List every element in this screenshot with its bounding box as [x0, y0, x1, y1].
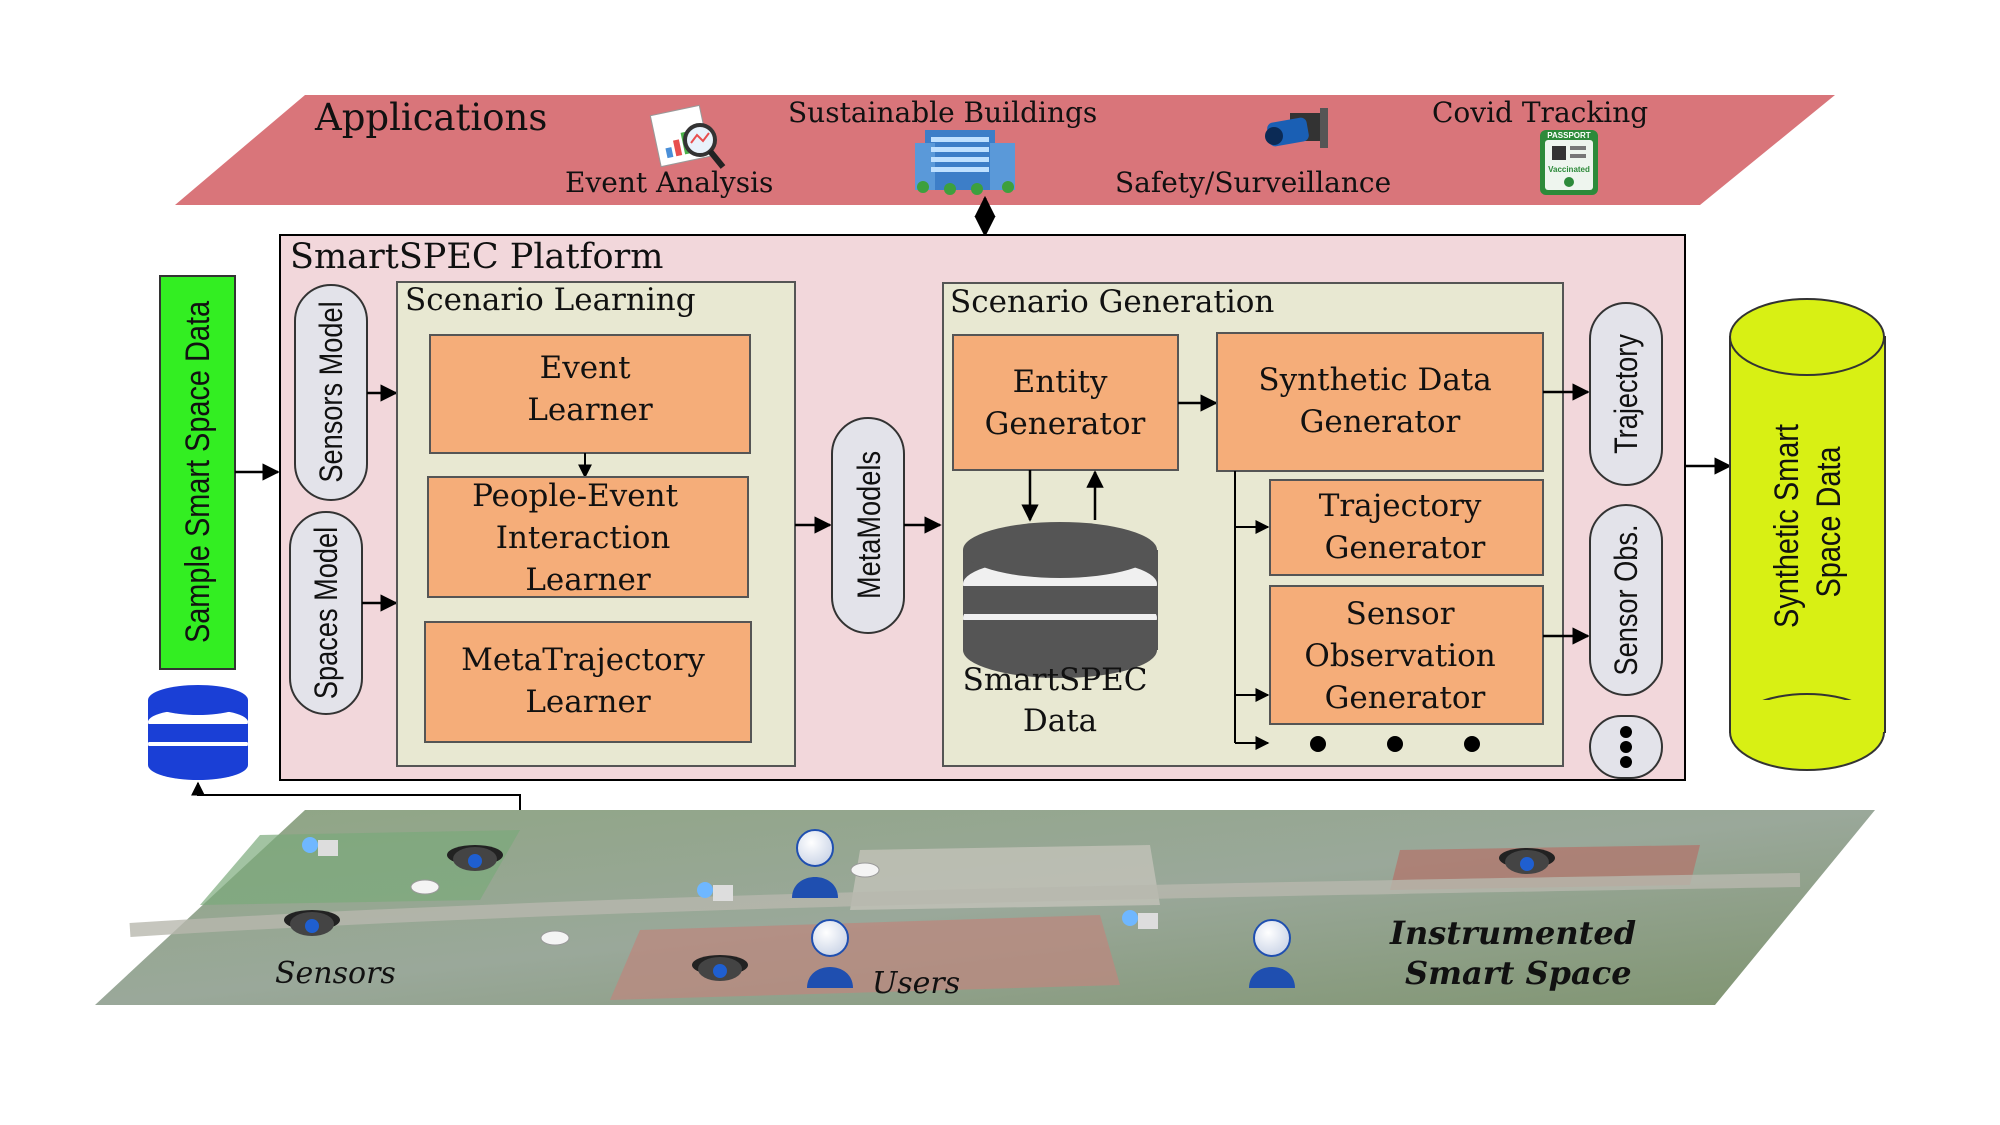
people-event-line2: Interaction — [496, 520, 671, 556]
smartspec-data-line1: SmartSPEC — [963, 662, 1148, 698]
applications-title: Applications — [314, 96, 547, 139]
synthetic-data-line1: Synthetic Smart — [1767, 424, 1806, 628]
more-generators-dots — [1310, 736, 1480, 752]
synthetic-data-generator-label: Synthetic Data Generator — [1258, 362, 1501, 440]
sensor-obs-gen-line1: Sensor — [1346, 596, 1455, 632]
synthetic-gen-line2: Generator — [1300, 404, 1461, 440]
instrumented-smart-space-label: Instrumented Smart Space — [1389, 914, 1647, 992]
more-outputs-dots — [1620, 726, 1632, 768]
rooftop-1 — [610, 915, 1120, 1000]
people-event-line3: Learner — [525, 562, 651, 598]
vaccinated-text: Vaccinated — [1548, 165, 1590, 174]
sensors-label: Sensors — [275, 956, 396, 991]
scenario-generation-title: Scenario Generation — [950, 284, 1274, 320]
synthetic-data-label: Synthetic Smart Space Data — [1767, 416, 1848, 628]
motion-sensor-icon — [1122, 910, 1158, 929]
camera-icon — [1499, 848, 1555, 874]
metatrajectory-learner-box — [424, 621, 752, 743]
people-event-learner-label: People-Event Interaction Learner — [472, 478, 688, 598]
smoke-sensor-icon — [850, 862, 880, 878]
sample-data-label: Sample Smart Space Data — [178, 301, 217, 643]
people-event-learner-box — [427, 476, 749, 598]
safety-surveillance-label: Safety/Surveillance — [1115, 166, 1391, 199]
user-icon — [792, 829, 838, 898]
sample-database-icon — [148, 685, 248, 780]
sensor-obs-gen-line2: Observation — [1304, 638, 1495, 674]
entity-generator-box — [952, 334, 1179, 471]
entity-generator-line2: Generator — [985, 406, 1146, 442]
metatrajectory-line1: MetaTrajectory — [461, 642, 705, 678]
sensor-observation-generator-box — [1269, 585, 1544, 725]
synthetic-data-cylinder — [1729, 298, 1886, 771]
entity-generator-label: Entity Generator — [985, 364, 1146, 442]
instrumented-line2: Smart Space — [1405, 954, 1632, 992]
sensors-model-label: Sensors Model — [314, 301, 350, 482]
event-learner-box — [429, 334, 751, 454]
trajectory-gen-line2: Generator — [1325, 530, 1486, 566]
event-analysis-icon — [649, 104, 726, 169]
spaces-model-pill — [289, 511, 363, 715]
users-label: Users — [872, 966, 960, 1001]
camera-icon — [692, 955, 748, 981]
synthetic-gen-line1: Synthetic Data — [1258, 362, 1491, 398]
passport-text: PASSPORT — [1547, 131, 1591, 140]
applications-layer: Applications Sustainable Buildings Event… — [175, 95, 1835, 205]
trajectory-generator-box — [1269, 479, 1544, 576]
user-icon — [1249, 919, 1295, 988]
metatrajectory-line2: Learner — [525, 684, 651, 720]
metatrajectory-learner-label: MetaTrajectory Learner — [461, 642, 715, 720]
camera-icon — [284, 910, 340, 936]
motion-sensor-icon — [697, 882, 733, 901]
synthetic-data-generator-box — [1216, 332, 1544, 472]
metamodels-label: MetaModels — [852, 451, 888, 599]
field — [200, 830, 520, 905]
trajectory-gen-line1: Trajectory — [1319, 488, 1482, 524]
smartspec-database-icon — [963, 522, 1158, 678]
spaces-model-label: Spaces Model — [309, 527, 345, 699]
entity-generator-line1: Entity — [1013, 364, 1108, 400]
event-learner-line1: Event — [540, 350, 631, 386]
sensor-obs-output-label: Sensor Obs. — [1609, 524, 1645, 675]
vaccine-passport-icon: PASSPORT Vaccinated — [1540, 130, 1598, 195]
platform-title: SmartSPEC Platform — [290, 237, 663, 277]
trajectory-output-label: Trajectory — [1609, 334, 1645, 454]
smart-space-layer: Sensors Users Instrumented Smart Space — [95, 810, 1875, 1005]
people-event-line1: People-Event — [472, 478, 679, 514]
motion-sensor-icon — [302, 837, 338, 856]
trajectory-generator-label: Trajectory Generator — [1319, 488, 1492, 566]
smoke-sensor-icon — [410, 879, 440, 895]
synthetic-data-line2: Space Data — [1809, 446, 1848, 597]
sensor-obs-gen-line3: Generator — [1325, 680, 1486, 716]
smartspec-data-line2: Data — [1023, 703, 1097, 739]
user-icon — [807, 919, 853, 988]
smartspec-data-label: SmartSPEC Data — [963, 662, 1158, 739]
trajectory-output-pill — [1589, 302, 1663, 486]
sensor-observation-generator-label: Sensor Observation Generator — [1304, 596, 1505, 716]
surveillance-camera-icon — [1265, 108, 1328, 148]
covid-tracking-label: Covid Tracking — [1432, 96, 1648, 129]
scenario-learning-title: Scenario Learning — [405, 282, 696, 318]
sample-data-bar — [159, 275, 236, 670]
event-learner-line2: Learner — [527, 392, 653, 428]
event-analysis-label: Event Analysis — [565, 166, 773, 199]
road — [129, 873, 1801, 937]
event-learner-label: Event Learner — [527, 350, 653, 428]
building-icon — [915, 130, 1015, 195]
instrumented-line1: Instrumented — [1389, 914, 1636, 952]
sensor-obs-output-pill — [1589, 504, 1663, 696]
sustainable-buildings-label: Sustainable Buildings — [788, 96, 1097, 129]
smartspace-to-db-arrow — [191, 781, 521, 810]
camera-icon — [447, 845, 503, 871]
smoke-sensor-icon — [540, 930, 570, 946]
